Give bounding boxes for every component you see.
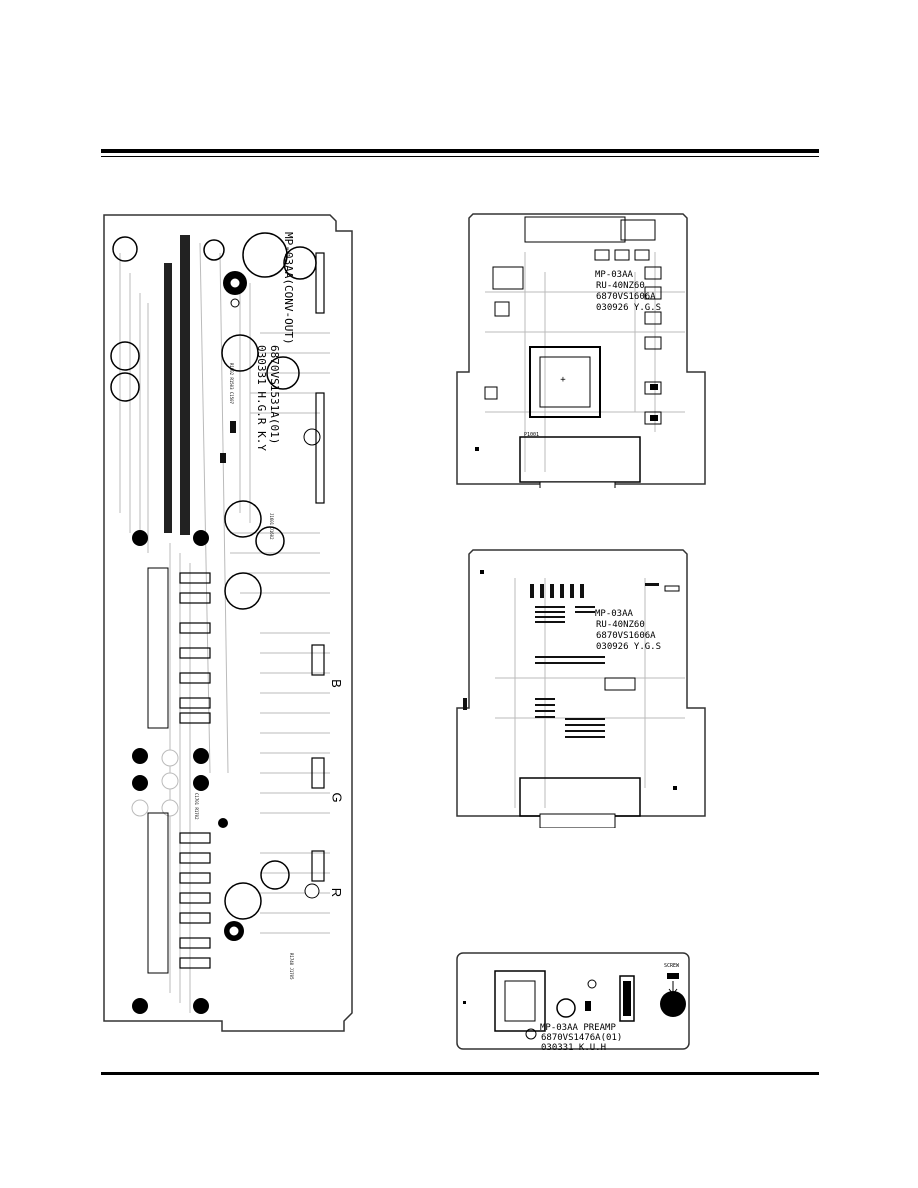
- top-right-board-layout: +: [456, 213, 706, 488]
- main-board-date: 030331 H.G.R K.Y: [255, 345, 268, 451]
- main-board-code: MP-03AA(CONV-OUT): [282, 232, 295, 345]
- top-right-date: 030926 Y.G.S: [596, 303, 662, 313]
- main-board-part: 6870VS1531A(01): [268, 345, 281, 445]
- svg-text:C1701 R1702: C1701 R1702: [194, 793, 199, 820]
- mid-right-model: MP-03AA: [595, 609, 633, 619]
- main-board-layout: R1502 R1503 C1507 J1601 J1602 C1701 R170…: [103, 214, 353, 1032]
- top-right-sub: RU-40NZ60: [596, 281, 645, 291]
- mid-right-part: 6870VS1606A: [596, 631, 656, 641]
- svg-text:+: +: [560, 375, 566, 385]
- top-right-part: 6870VS1606A: [596, 292, 656, 302]
- label-b: B: [328, 679, 344, 688]
- preamp-screw-label: SCREW: [664, 963, 680, 969]
- main-board-model: MP-03AA(CONV-OUT): [282, 232, 295, 345]
- mid-right-board-layout: [456, 549, 706, 828]
- top-right-model: MP-03AA: [595, 270, 633, 280]
- top-rule: [101, 149, 819, 153]
- bottom-rule: [101, 1072, 819, 1075]
- mid-right-sub: RU-40NZ60: [596, 620, 645, 630]
- label-r: R: [329, 887, 345, 898]
- svg-text:R1748 J1705: R1748 J1705: [289, 953, 294, 980]
- svg-text:R1502 R1503 C1507: R1502 R1503 C1507: [229, 363, 234, 405]
- preamp-board-layout: [456, 952, 690, 1050]
- preamp-part: 6870VS1476A(01): [541, 1033, 623, 1043]
- preamp-model: MP-03AA PREAMP: [540, 1023, 616, 1033]
- preamp-date: 030331 K.U.H: [541, 1043, 607, 1053]
- mid-right-date: 030926 Y.G.S: [596, 642, 662, 652]
- svg-text:J1601 J1602: J1601 J1602: [269, 513, 274, 540]
- top-right-connector: P1001: [524, 432, 540, 438]
- top-rule-thin: [101, 156, 819, 157]
- label-g: G: [329, 792, 345, 803]
